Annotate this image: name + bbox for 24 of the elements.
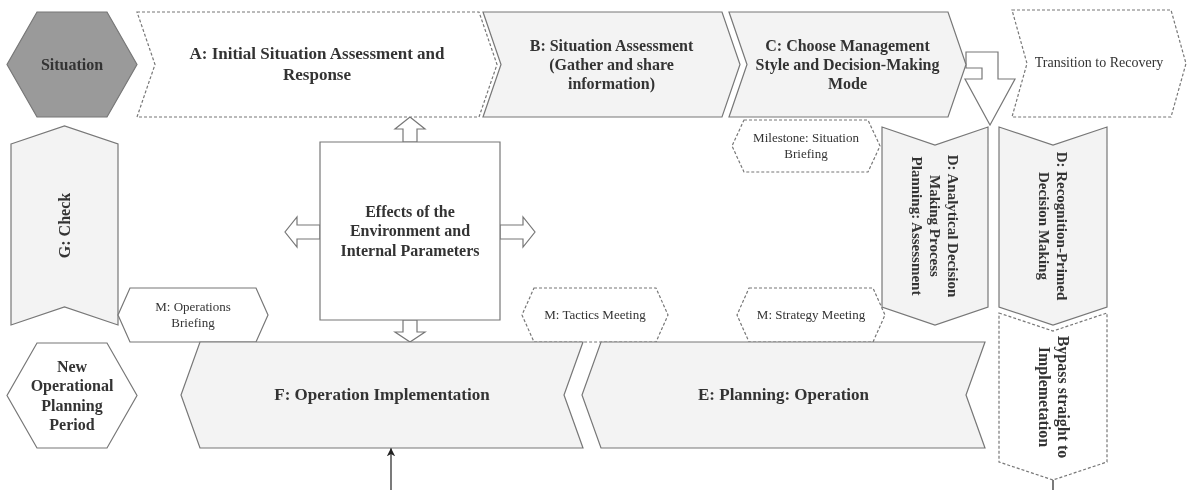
block-arrow xyxy=(499,215,536,249)
meeting-hexagon: M: Strategy Meeting xyxy=(737,288,885,342)
chevron-step: Transition to Recovery xyxy=(1012,10,1186,117)
chevron-step: B: Situation Assessment (Gather and share information) xyxy=(483,12,740,117)
chevron-step: D: Recognition-Primed Decision Making xyxy=(999,127,1107,325)
meeting-hexagon: M: Tactics Meeting xyxy=(522,288,668,342)
meeting-hexagon: M: Operations Briefing xyxy=(118,288,268,342)
process-box: Effects of the Environment and Internal Parameters xyxy=(320,142,500,320)
chevron-step: D: Analytical Decision Making Process Planning: Assessment xyxy=(882,127,988,325)
block-arrow xyxy=(393,319,427,343)
block-arrow xyxy=(964,51,1016,127)
chevron-step: A: Initial Situation Assessment and Response xyxy=(137,12,497,117)
chevron-step: F: Operation Implementation xyxy=(181,342,583,448)
chevron-step: Bypass straight to Implemetation xyxy=(999,313,1107,480)
chevron-step: E: Planning: Operation xyxy=(582,342,985,448)
milestone-hexagon: Milestone: Situation Briefing xyxy=(732,120,880,172)
hexagon-stage: Situation xyxy=(7,12,137,117)
chevron-step: C: Choose Management Style and Decision-Making Mode xyxy=(729,12,966,117)
hexagon-stage: New Operational Planning Period xyxy=(7,343,137,448)
connector-line xyxy=(1052,479,1054,490)
arrow xyxy=(386,447,396,490)
block-arrow xyxy=(284,215,321,249)
chevron-step: G: Check xyxy=(11,126,118,325)
block-arrow xyxy=(393,116,427,143)
